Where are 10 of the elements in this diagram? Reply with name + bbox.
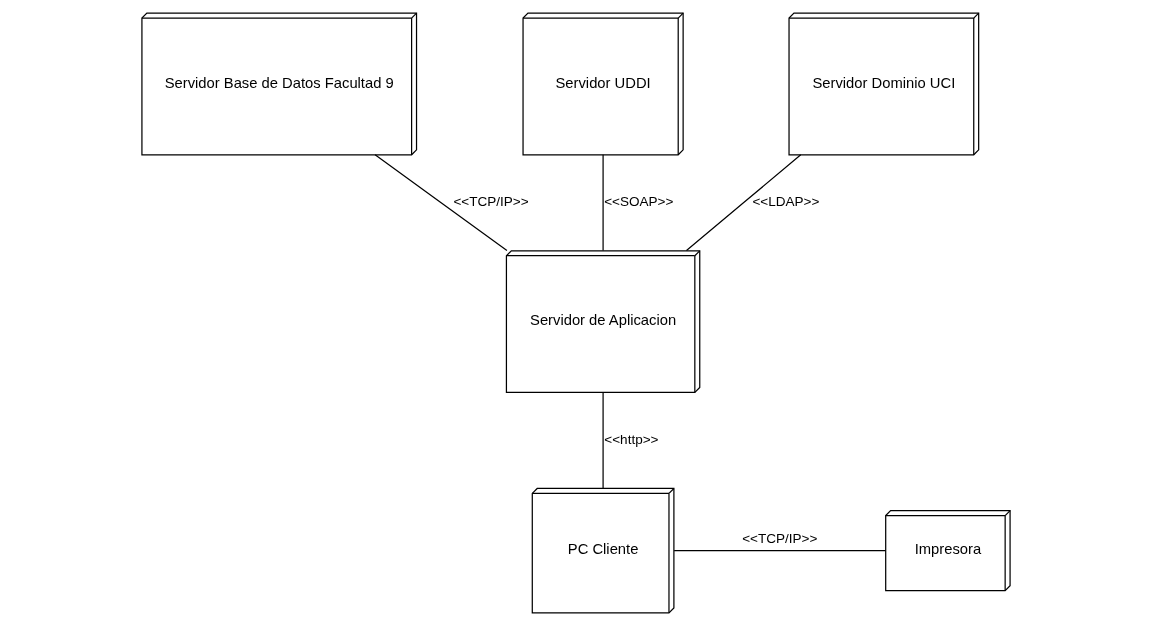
edge-label: <<SOAP>> [603,194,673,210]
connector [685,154,801,252]
connector [601,154,604,252]
connector [673,550,886,552]
edge-label: <<http>> [603,431,659,447]
connector [373,154,508,252]
connector [601,392,604,489]
edge-label: <<TCP/IP>> [741,531,817,547]
edge-label: <<TCP/IP>> [452,194,529,210]
edge-label: <<LDAP>> [751,194,819,210]
